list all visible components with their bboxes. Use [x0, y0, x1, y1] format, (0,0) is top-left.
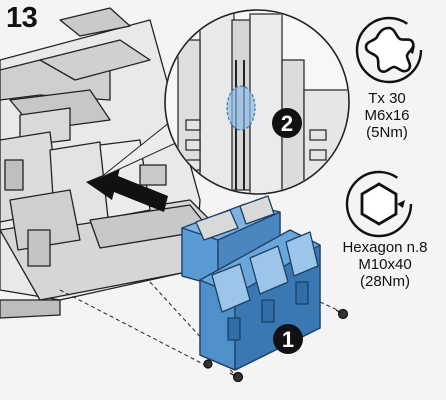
callout-badge-1: 1: [273, 324, 303, 354]
hexagon-fastener-spec: Hexagon n.8 M10x40 (28Nm): [326, 239, 444, 290]
callout-badge-2: 2: [272, 108, 302, 138]
chassis: [0, 7, 251, 319]
torx-bit-icon: [355, 16, 423, 84]
callout-number: 1: [282, 327, 294, 352]
screw-icon: [203, 359, 213, 369]
torque-value: (28Nm): [359, 273, 410, 290]
torque-value: (5Nm): [366, 124, 408, 141]
insertion-arrow: [86, 168, 168, 212]
tool-label: Hexagon n.8: [342, 239, 428, 256]
screw-icon: [335, 308, 349, 320]
blue-connector-part: [181, 195, 321, 371]
detail-zoom-view: [99, 9, 350, 195]
tool-label: Tx 30: [368, 90, 406, 107]
callout-number: 2: [281, 111, 293, 136]
step-number: 13: [6, 2, 38, 34]
screw-size: M10x40: [358, 256, 412, 273]
screws: [203, 308, 349, 383]
hexagon-bit-icon: [345, 170, 413, 238]
screw-icon: [229, 371, 244, 383]
screw-size: M6x16: [364, 107, 410, 124]
torx-fastener-spec: Tx 30 M6x16 (5Nm): [352, 90, 422, 141]
